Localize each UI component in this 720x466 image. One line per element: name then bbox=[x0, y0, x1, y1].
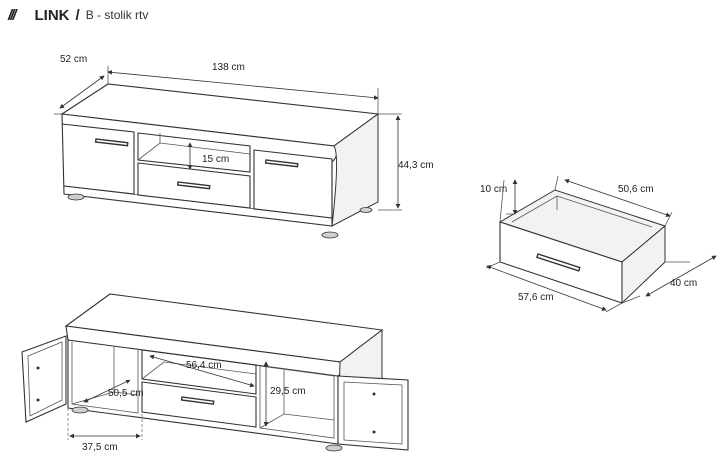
foot-left bbox=[67, 193, 85, 201]
label-drawer-width: 57,6 cm bbox=[518, 292, 554, 303]
label-shelf-width-bottom: 56,4 cm bbox=[186, 360, 222, 371]
label-shelf-height-top: 15 cm bbox=[202, 154, 229, 165]
left-door-open bbox=[21, 335, 67, 423]
left-door-knob-top bbox=[36, 366, 40, 370]
right-side bbox=[331, 113, 379, 227]
label-side-compartment-height: 29,5 cm bbox=[270, 386, 306, 397]
right-door-knob-bottom bbox=[372, 430, 376, 434]
open-center-drawer bbox=[141, 381, 257, 428]
left-door-knob-bottom bbox=[36, 398, 40, 402]
drawer-detail: 10 cm 50,6 cm 40 cm 57,6 cm bbox=[480, 175, 717, 313]
right-door-handle bbox=[264, 159, 299, 168]
brand-title: LINK bbox=[34, 6, 70, 24]
tv-stand-open: 56,4 cm 29,5 cm 50,5 cm 37,5 cm bbox=[21, 293, 409, 453]
label-side-compartment-width: 37,5 cm bbox=[82, 442, 118, 453]
label-width-top: 138 cm bbox=[212, 62, 245, 73]
label-drawer-inner-width: 50,6 cm bbox=[618, 184, 654, 195]
right-door-knob-top bbox=[372, 392, 376, 396]
title-separator: / bbox=[75, 6, 80, 24]
open-foot-left bbox=[71, 406, 89, 414]
right-door-open bbox=[337, 375, 409, 451]
open-foot-right bbox=[325, 444, 343, 452]
label-drawer-height: 10 cm bbox=[480, 184, 507, 195]
foot-back bbox=[359, 207, 373, 213]
open-drawer-handle bbox=[180, 396, 215, 405]
product-subtitle: B - stolik rtv bbox=[85, 8, 149, 22]
label-depth-top: 52 cm bbox=[60, 54, 87, 65]
label-drawer-depth: 40 cm bbox=[670, 278, 697, 289]
right-door bbox=[253, 149, 333, 219]
open-shelf bbox=[137, 132, 251, 173]
left-door bbox=[61, 123, 135, 195]
left-door-handle bbox=[94, 138, 129, 147]
tv-stand-closed: 138 cm 52 cm 44,3 cm 15 cm bbox=[54, 54, 434, 239]
label-side-inner-depth: 50,5 cm bbox=[108, 388, 144, 399]
foot-right bbox=[321, 231, 339, 239]
drawer-handle bbox=[176, 181, 211, 190]
center-drawer bbox=[137, 162, 251, 209]
header-slashes: /// bbox=[8, 6, 16, 24]
header: /// LINK / B - stolik rtv bbox=[8, 3, 148, 27]
label-height-top: 44,3 cm bbox=[398, 160, 434, 171]
